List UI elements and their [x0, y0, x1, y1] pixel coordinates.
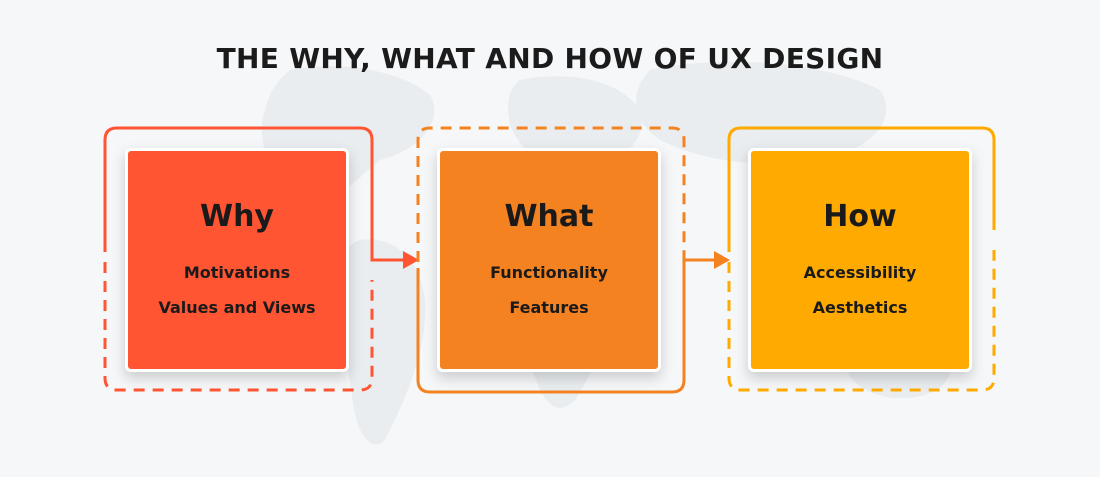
what-item-functionality: Functionality — [490, 263, 608, 282]
why-heading: Why — [199, 199, 274, 234]
why-frame-solid — [103, 126, 405, 262]
what-frame-solid — [416, 258, 715, 394]
how-frame-dashed — [727, 250, 996, 392]
why-item-motivations: Motivations — [183, 263, 291, 282]
what-heading: What — [504, 199, 594, 234]
why-card: Why Motivations Values and Views — [125, 148, 349, 372]
what-card: What Functionality Features — [437, 148, 661, 372]
why-frame-dashed — [103, 262, 374, 392]
how-item-accessibility: Accessibility — [803, 263, 917, 282]
how-frame-solid — [727, 126, 996, 252]
how-heading: How — [823, 199, 897, 234]
how-card: How Accessibility Aesthetics — [748, 148, 972, 372]
arrow-right-icon — [403, 251, 419, 269]
why-item-values-and-views: Values and Views — [158, 298, 316, 317]
page-title: THE WHY, WHAT AND HOW OF UX DESIGN — [216, 42, 884, 75]
how-item-aesthetics: Aesthetics — [812, 298, 908, 317]
arrow-right-icon — [714, 251, 730, 269]
what-item-features: Features — [509, 298, 589, 317]
